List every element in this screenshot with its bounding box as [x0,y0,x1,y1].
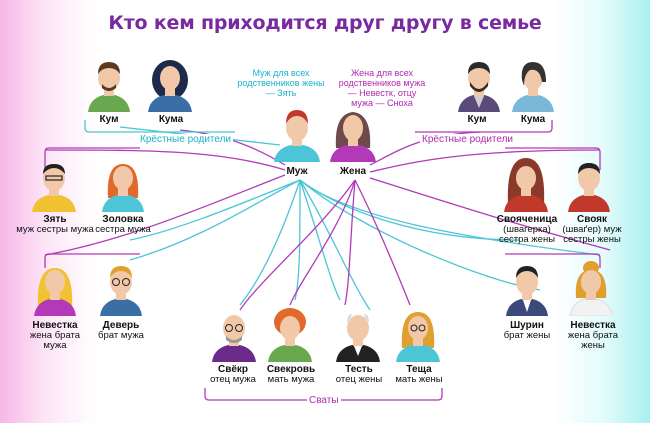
avatar-test [336,314,380,362]
bracket-left-top [44,147,140,170]
person-dever-role: брат мужа [98,330,144,341]
person-svoyak-role: (шваґер) муж сестры жены [562,224,622,245]
person-kum-left-name: Кум [99,114,119,125]
avatar-kuma-left [148,60,192,112]
person-svoyachenitsa-role: (швагерка) сестра жены [498,224,556,245]
avatar-tescha [396,312,440,362]
avatar-svoyachenitsa [504,158,548,212]
bracket-left-mid [44,253,140,268]
person-svoyak-name: Свояк [576,214,608,225]
line-c4 [299,179,341,301]
person-tescha-role: мать жены [395,374,443,385]
person-svekr-name: Свёкр [217,364,249,375]
note-wife: Жена для всех родственников мужа — Невес… [338,68,426,108]
person-zolovka-role: сестра мужа [95,224,151,235]
person-zyat-name: Зять [43,214,67,225]
person-kuma-right: Кума [508,114,558,125]
line-c8 [129,179,301,261]
note-husband: Муж для всех родственников жены — Зять [237,68,325,98]
avatar-nevestka-right [569,261,613,316]
person-husband: Муж [272,166,322,177]
line-husband-left [44,149,286,171]
line-wife-svoyachenitsa [369,149,601,173]
person-wife: Жена [328,166,378,177]
person-kum-left: Кум [84,114,134,125]
avatar-zyat [32,164,76,212]
line-c5 [294,179,301,301]
person-test-role: отец жены [335,374,383,385]
person-kum-right: Кум [452,114,502,125]
line-m3 [344,179,356,306]
person-zyat-role: муж сестры мужа [16,224,94,235]
line-c3 [299,179,371,311]
line-m1 [239,179,356,311]
avatar-svekr [212,315,256,362]
avatar-dever [100,266,142,316]
person-husband-name: Муж [286,166,308,177]
person-svoyachenitsa: Свояченица(швагерка) сестра жены [492,214,562,245]
line-wife-godparents [369,131,481,166]
avatar-kuma-right [512,62,554,112]
avatar-shurin [506,266,548,316]
person-nevestka-right-name: Невестка [570,320,616,331]
label-svaty: Сваты [307,395,341,406]
person-kum-right-name: Кум [467,114,487,125]
avatar-wife [330,112,376,162]
label-godparents-left: Крёстные родители [138,134,234,145]
person-svekrov-name: Свекровь [266,364,316,375]
person-svekr-role: отец мужа [210,374,256,385]
avatar-zolovka [102,164,144,212]
line-c6 [239,179,301,306]
line-m2 [289,179,356,306]
avatar-kum-right [458,62,500,112]
bracket-godparents-left [84,120,235,133]
bracket-right-top [505,147,601,170]
avatar-nevestka-left [34,268,76,316]
line-wife-shurin [369,177,611,251]
line-m4 [354,179,411,306]
avatar-svekrov [268,308,312,362]
person-tescha-name: Теща [406,364,432,375]
person-nevestka-left-role: жена брата мужа [29,330,81,351]
line-husband-left2 [44,174,286,256]
avatar-svoyak [568,163,610,212]
page-title: Кто кем приходится друг другу в семье [108,12,542,34]
person-nevestka-left-name: Невестка [32,320,78,331]
bracket-right-mid [505,253,601,268]
person-dever-name: Деверь [102,320,140,331]
line-c7 [299,179,521,241]
person-zolovka-name: Золовка [102,214,144,225]
person-kuma-left-name: Кума [158,114,184,125]
line-c9 [129,179,301,241]
person-kuma-right-name: Кума [520,114,546,125]
avatar-husband [274,110,320,162]
label-godparents-right: Крёстные родители [420,134,516,145]
avatar-kum-left [88,62,130,112]
person-kuma-left: Кума [146,114,196,125]
person-shurin-name: Шурин [510,320,544,331]
person-wife-name: Жена [339,166,367,177]
person-svekrov-role: мать мужа [267,374,315,385]
person-svoyak: Свояк(шваґер) муж сестры жены [562,214,622,245]
person-test-name: Тесть [345,364,373,375]
person-shurin-role: брат жены [503,330,551,341]
line-c2 [299,179,541,291]
bracket-godparents-right [415,120,553,133]
person-nevestka-right-role: жена брата жены [567,330,619,351]
person-svoyachenitsa-name: Свояченица [496,214,558,225]
